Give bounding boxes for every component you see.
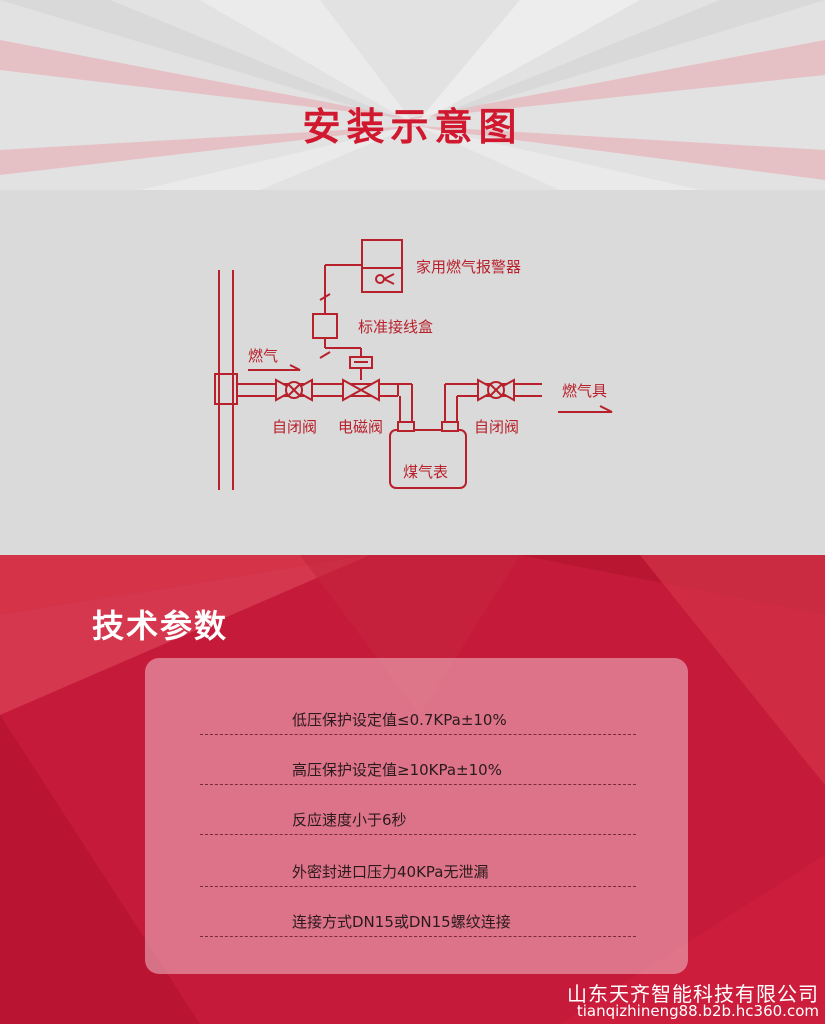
params-card: 低压保护设定值≤0.7KPa±10% 高压保护设定值≥10KPa±10% 反应速… [145, 658, 688, 974]
tech-params-section: 技术参数 低压保护设定值≤0.7KPa±10% 高压保护设定值≥10KPa±10… [0, 555, 825, 1024]
gas-alarm-symbol [361, 239, 403, 293]
param-high-pressure: 高压保护设定值≥10KPa±10% [292, 761, 502, 779]
header-background-graphic [0, 0, 825, 190]
alarm-label: 家用燃气报警器 [416, 258, 522, 276]
param-row: 高压保护设定值≥10KPa±10% [200, 760, 636, 785]
param-low-pressure: 低压保护设定值≤0.7KPa±10% [292, 711, 507, 729]
gas-in-arrow [248, 364, 301, 371]
header-band: 安装示意图 [0, 0, 825, 190]
solenoid-valve-label: 电磁阀 [338, 418, 384, 436]
company-domain: tianqizhineng88.b2b.hc360.com [576, 1002, 819, 1020]
gas-out-arrow [558, 405, 613, 413]
pipe-tee [214, 373, 238, 405]
appliance-label: 燃气具 [562, 382, 608, 400]
self-close-valve-left-symbol [275, 378, 313, 402]
self-close-valve-right-label: 自闭阀 [474, 418, 520, 436]
installation-diagram: 家用燃气报警器 标准接线盒 燃气 自闭阀 电磁阀 自闭阀 煤气表 燃气具 [0, 190, 825, 555]
junction-box-label: 标准接线盒 [358, 318, 434, 336]
solenoid-valve-symbol [342, 356, 380, 402]
red-background-graphic [0, 555, 825, 1024]
page-title: 安装示意图 [302, 105, 523, 149]
param-row: 连接方式DN15或DN15螺纹连接 [200, 912, 636, 937]
tech-params-title: 技术参数 [92, 607, 229, 645]
gas-meter-label: 煤气表 [403, 463, 449, 481]
self-close-valve-right-symbol [477, 378, 515, 402]
param-connection: 连接方式DN15或DN15螺纹连接 [292, 913, 511, 931]
junction-box-symbol [312, 313, 338, 339]
gas-in-label: 燃气 [248, 347, 279, 365]
param-row: 外密封进口压力40KPa无泄漏 [200, 862, 636, 887]
company-name: 山东天齐智能科技有限公司 [567, 982, 819, 1006]
gas-meter-symbol [389, 429, 467, 489]
param-response-speed: 反应速度小于6秒 [292, 811, 407, 829]
diagram-lines [214, 239, 613, 490]
self-close-valve-left-label: 自闭阀 [272, 418, 318, 436]
param-seal-pressure: 外密封进口压力40KPa无泄漏 [292, 863, 489, 881]
param-row: 反应速度小于6秒 [200, 810, 636, 835]
param-row: 低压保护设定值≤0.7KPa±10% [200, 710, 636, 735]
